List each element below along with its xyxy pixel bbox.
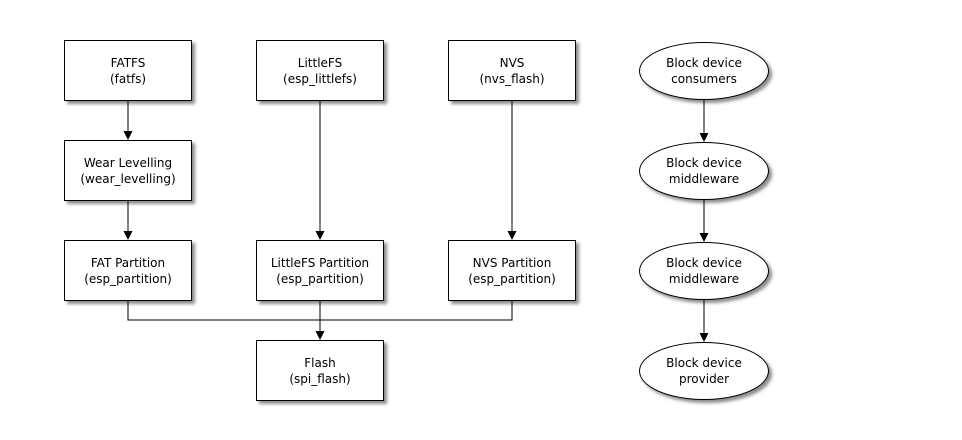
node-fatfs: FATFS (fatfs) (64, 40, 192, 101)
arrowhead-icon (315, 331, 325, 340)
arrowhead-icon (315, 231, 325, 240)
node-label: Wear Levelling (83, 155, 173, 170)
node-label: Flash (304, 355, 336, 370)
node-label: LittleFS (297, 55, 343, 70)
node-sublabel: (spi_flash) (289, 371, 351, 386)
node-littlefs-partition: LittleFS Partition (esp_partition) (256, 240, 384, 301)
node-sublabel: (esp_partition) (276, 271, 364, 286)
node-sublabel: (nvs_flash) (479, 71, 545, 86)
node-wear-levelling: Wear Levelling (wear_levelling) (64, 140, 192, 201)
node-block-device-middleware-1: Block device middleware (639, 142, 769, 200)
node-fat-partition: FAT Partition (esp_partition) (64, 240, 192, 301)
node-label: FATFS (110, 55, 146, 70)
node-sublabel: consumers (671, 72, 737, 86)
arrowhead-icon (699, 233, 709, 242)
arrowhead-icon (699, 333, 709, 342)
arrowhead-icon (123, 131, 133, 140)
node-flash: Flash (spi_flash) (256, 340, 384, 401)
node-littlefs: LittleFS (esp_littlefs) (256, 40, 384, 101)
arrowhead-icon (123, 231, 133, 240)
node-block-device-consumers: Block device consumers (639, 42, 769, 100)
node-sublabel: (wear_levelling) (80, 171, 176, 186)
node-nvs: NVS (nvs_flash) (448, 40, 576, 101)
node-sublabel: middleware (668, 172, 740, 186)
node-label: Block device (666, 356, 742, 370)
node-block-device-provider: Block device provider (639, 342, 769, 400)
node-label: Block device (666, 156, 742, 170)
node-sublabel: (esp_partition) (468, 271, 556, 286)
node-label: NVS Partition (472, 255, 552, 270)
node-sublabel: (fatfs) (109, 71, 147, 86)
node-sublabel: (esp_partition) (84, 271, 172, 286)
node-sublabel: (esp_littlefs) (283, 71, 357, 86)
node-block-device-middleware-2: Block device middleware (639, 242, 769, 300)
node-label: NVS (499, 55, 525, 70)
node-label: Block device (666, 256, 742, 270)
node-label: Block device (666, 56, 742, 70)
node-label: LittleFS Partition (270, 255, 370, 270)
arrowhead-icon (699, 133, 709, 142)
node-sublabel: provider (679, 372, 729, 386)
arrowhead-icon (507, 231, 517, 240)
node-nvs-partition: NVS Partition (esp_partition) (448, 240, 576, 301)
node-sublabel: middleware (668, 272, 740, 286)
node-label: FAT Partition (90, 255, 166, 270)
